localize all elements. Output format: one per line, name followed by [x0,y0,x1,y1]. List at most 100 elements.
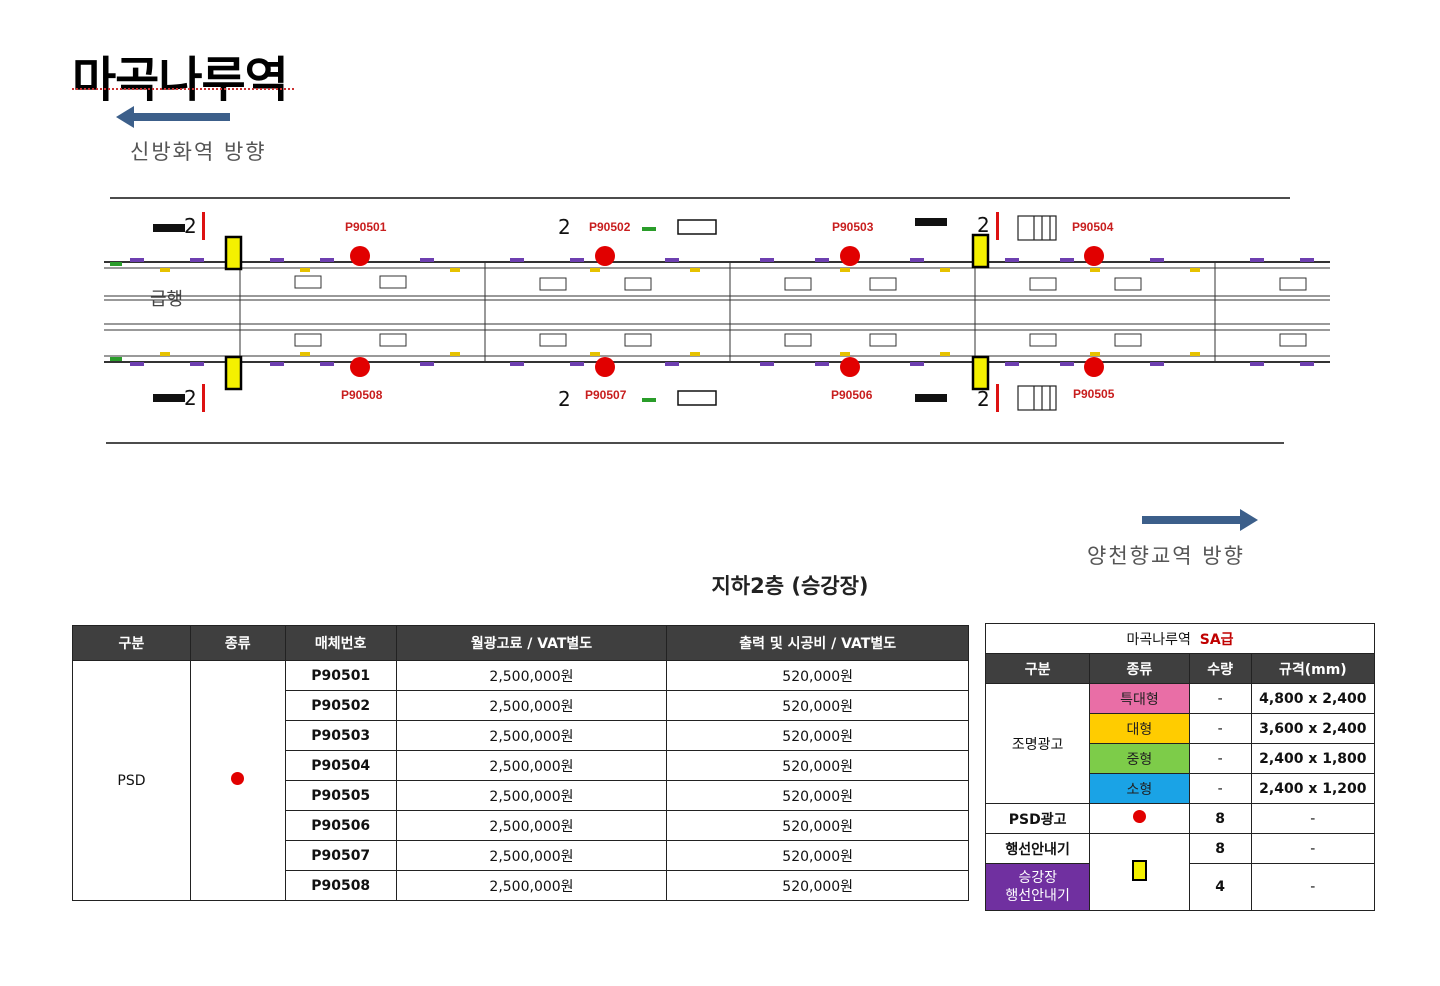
legend-platform-guide-size: - [1250,863,1376,911]
media-id-cell: P90506 [284,810,397,841]
plan-label-top-1: P90501 [345,220,387,234]
legend-size: 4,800 x 2,400 [1250,683,1376,714]
legend-row-platform-guide: 승강장 행선안내기 4 - [984,863,1376,911]
legend-row-psd: PSD광고 8 - [984,803,1376,834]
col-header-category: 구분 [72,625,191,661]
plan-label-bottom-3: P90506 [831,388,873,402]
media-id-cell: P90507 [284,840,397,871]
plan-label-top-4: P90504 [1072,220,1114,234]
row-group-label: PSD [72,660,191,901]
car-mark: 2 [184,214,197,238]
legend-guide-label: 행선안내기 [984,833,1091,864]
car-mark: 2 [977,387,990,411]
legend-type-m: 중형 [1089,743,1190,774]
col-header-install-cost: 출력 및 시공비 / VAT별도 [666,625,969,661]
legend-guide-size: - [1250,833,1376,864]
legend-qty: - [1188,773,1252,804]
legend-platform-guide-qty: 4 [1188,863,1252,911]
plan-label-top-3: P90503 [832,220,874,234]
red-dot-icon [231,772,245,785]
install-cost-cell: 520,000원 [666,660,969,691]
legend-row: 조명광고 특대형 - 4,800 x 2,400 [984,683,1376,804]
car-mark: 2 [558,215,571,239]
legend-grade: SA급 [1199,631,1234,648]
legend-title-row: 마곡나루역 SA급 [985,623,1375,654]
install-cost-cell: 520,000원 [666,870,969,901]
legend-type-xl: 특대형 [1089,683,1190,714]
media-id-cell: P90501 [284,660,397,691]
legend-qty: - [1188,743,1252,774]
install-cost-cell: 520,000원 [666,840,969,871]
install-cost-cell: 520,000원 [666,750,969,781]
install-cost-cell: 520,000원 [666,780,969,811]
monthly-fee-cell: 2,500,000원 [395,810,668,841]
car-mark: 2 [977,213,990,237]
col-header-media-id: 매체번호 [284,625,397,661]
install-cost-cell: 520,000원 [666,810,969,841]
monthly-fee-cell: 2,500,000원 [395,840,668,871]
legend-platform-guide-label-2: 행선안내기 [1005,888,1070,904]
monthly-fee-cell: 2,500,000원 [395,660,668,691]
media-id-cell: P90504 [284,750,397,781]
legend-psd-qty: 8 [1188,803,1252,834]
legend-size: 3,600 x 2,400 [1250,713,1376,744]
legend-lighting-label: 조명광고 [984,683,1091,804]
plan-label-top-2: P90502 [589,220,631,234]
legend-header-row: 구분 종류 수량 규격(mm) [984,653,1376,684]
legend-platform-guide-label-1: 승강장 [1018,870,1057,886]
legend-row-guide: 행선안내기 8 - [984,833,1376,911]
legend-size: 2,400 x 1,200 [1250,773,1376,804]
car-mark: 2 [558,387,571,411]
legend-table: 마곡나루역 SA급 구분 종류 수량 규격(mm) 조명광고 특대형 - 4,8… [984,623,1376,911]
media-id-cell: P90502 [284,690,397,721]
legend-col-qty: 수량 [1188,653,1252,684]
monthly-fee-cell: 2,500,000원 [395,780,668,811]
arrow-left-icon [116,106,230,128]
legend-psd-label: PSD광고 [984,803,1091,834]
page-title: 마곡나루역 [72,52,289,108]
floor-label: 지하2층 (승강장) [711,574,869,598]
plan-left-text: 급행 [150,289,183,310]
monthly-fee-cell: 2,500,000원 [395,690,668,721]
media-id-cell: P90508 [284,870,397,901]
legend-psd-size: - [1250,803,1376,834]
direction-left-label: 신방화역 방향 [130,140,267,164]
monthly-fee-cell: 2,500,000원 [395,750,668,781]
legend-type-l: 대형 [1089,713,1190,744]
legend-size: 2,400 x 1,800 [1250,743,1376,774]
plan-label-bottom-2: P90507 [585,388,627,402]
col-header-type: 종류 [189,625,286,661]
install-cost-cell: 520,000원 [666,690,969,721]
arrow-right-icon [1142,509,1258,531]
legend-col-category: 구분 [984,653,1091,684]
media-id-cell: P90505 [284,780,397,811]
red-dot-icon [1132,810,1146,823]
legend-qty: - [1188,683,1252,714]
legend-type-s: 소형 [1089,773,1190,804]
plan-label-bottom-1: P90508 [341,388,383,402]
title-underline [72,86,294,90]
legend-col-size: 규격(mm) [1250,653,1376,684]
media-id-cell: P90503 [284,720,397,751]
car-mark: 2 [184,386,197,410]
legend-qty: - [1188,713,1252,744]
legend-row: 소형 - 2,400 x 1,200 [986,773,1376,804]
legend-row: 중형 - 2,400 x 1,800 [986,743,1376,774]
legend-station: 마곡나루역 [1126,631,1191,648]
guide-sign-icon [1131,859,1147,881]
platform-plan: P90501 P90502 P90503 P90504 P90508 P9050… [104,197,1330,444]
legend-guide-qty: 8 [1188,833,1252,864]
col-header-monthly-fee: 월광고료 / VAT별도 [395,625,668,661]
plan-label-bottom-4: P90505 [1073,387,1115,401]
monthly-fee-cell: 2,500,000원 [395,870,668,901]
legend-col-type: 종류 [1089,653,1190,684]
ad-price-table: 구분 종류 매체번호 월광고료 / VAT별도 출력 및 시공비 / VAT별도… [72,625,969,901]
install-cost-cell: 520,000원 [666,720,969,751]
